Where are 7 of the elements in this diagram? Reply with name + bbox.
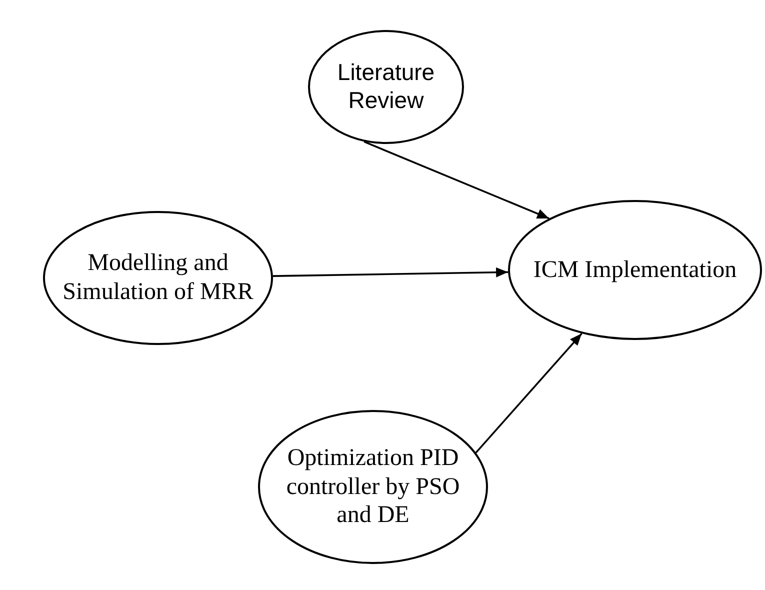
node-label: Modelling and Simulation of MRR [62, 249, 254, 307]
arrow [272, 267, 508, 278]
node-label: Literature Review [336, 59, 436, 115]
node-label: Optimization PID controller by PSO and DE [285, 444, 461, 530]
node-label: ICM Implementation [532, 256, 738, 284]
arrow [364, 140, 550, 220]
arrow [475, 332, 582, 454]
